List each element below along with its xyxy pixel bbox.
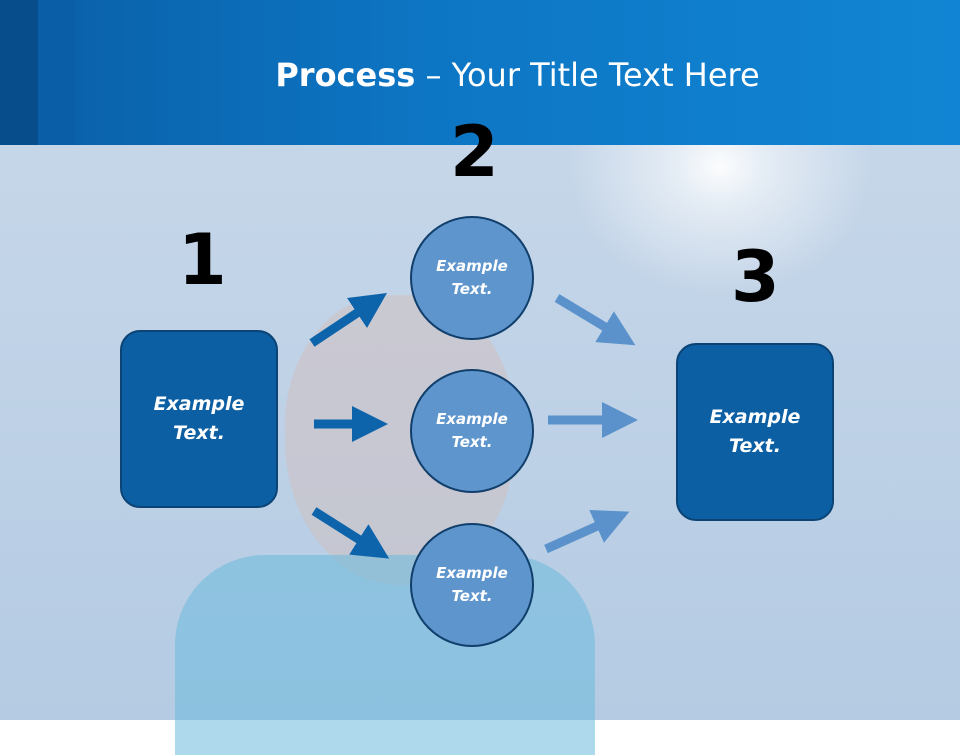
header-bar <box>0 0 960 145</box>
process-box-left-label: Example Text. <box>153 393 245 444</box>
header-accent-block-2 <box>38 0 75 145</box>
arrow-left-to-top <box>309 293 387 347</box>
process-circle-middle: Example Text. <box>410 369 534 493</box>
arrows-layer <box>309 293 638 559</box>
process-box-left: Example Text. <box>120 330 278 508</box>
process-circle-bottom: Example Text. <box>410 523 534 647</box>
process-circle-middle-label: Example Text. <box>436 410 508 451</box>
process-circle-bottom-label: Example Text. <box>436 564 508 605</box>
step-number-2: 2 <box>450 111 499 193</box>
step-number-3: 3 <box>731 236 780 318</box>
slide-title: Process – Your Title Text Here <box>75 55 960 95</box>
title-rest: – Your Title Text Here <box>415 56 760 94</box>
arrow-left-to-bottom <box>311 507 390 559</box>
step-number-1: 1 <box>178 219 227 301</box>
process-circle-top: Example Text. <box>410 216 534 340</box>
arrow-bottom-to-right <box>544 509 630 554</box>
header-accent-block <box>0 0 38 145</box>
process-circle-top-label: Example Text. <box>436 257 508 298</box>
title-bold: Process <box>275 56 416 94</box>
process-box-right: Example Text. <box>676 343 834 521</box>
arrow-top-to-right <box>554 294 636 346</box>
process-box-right-label: Example Text. <box>709 406 801 457</box>
